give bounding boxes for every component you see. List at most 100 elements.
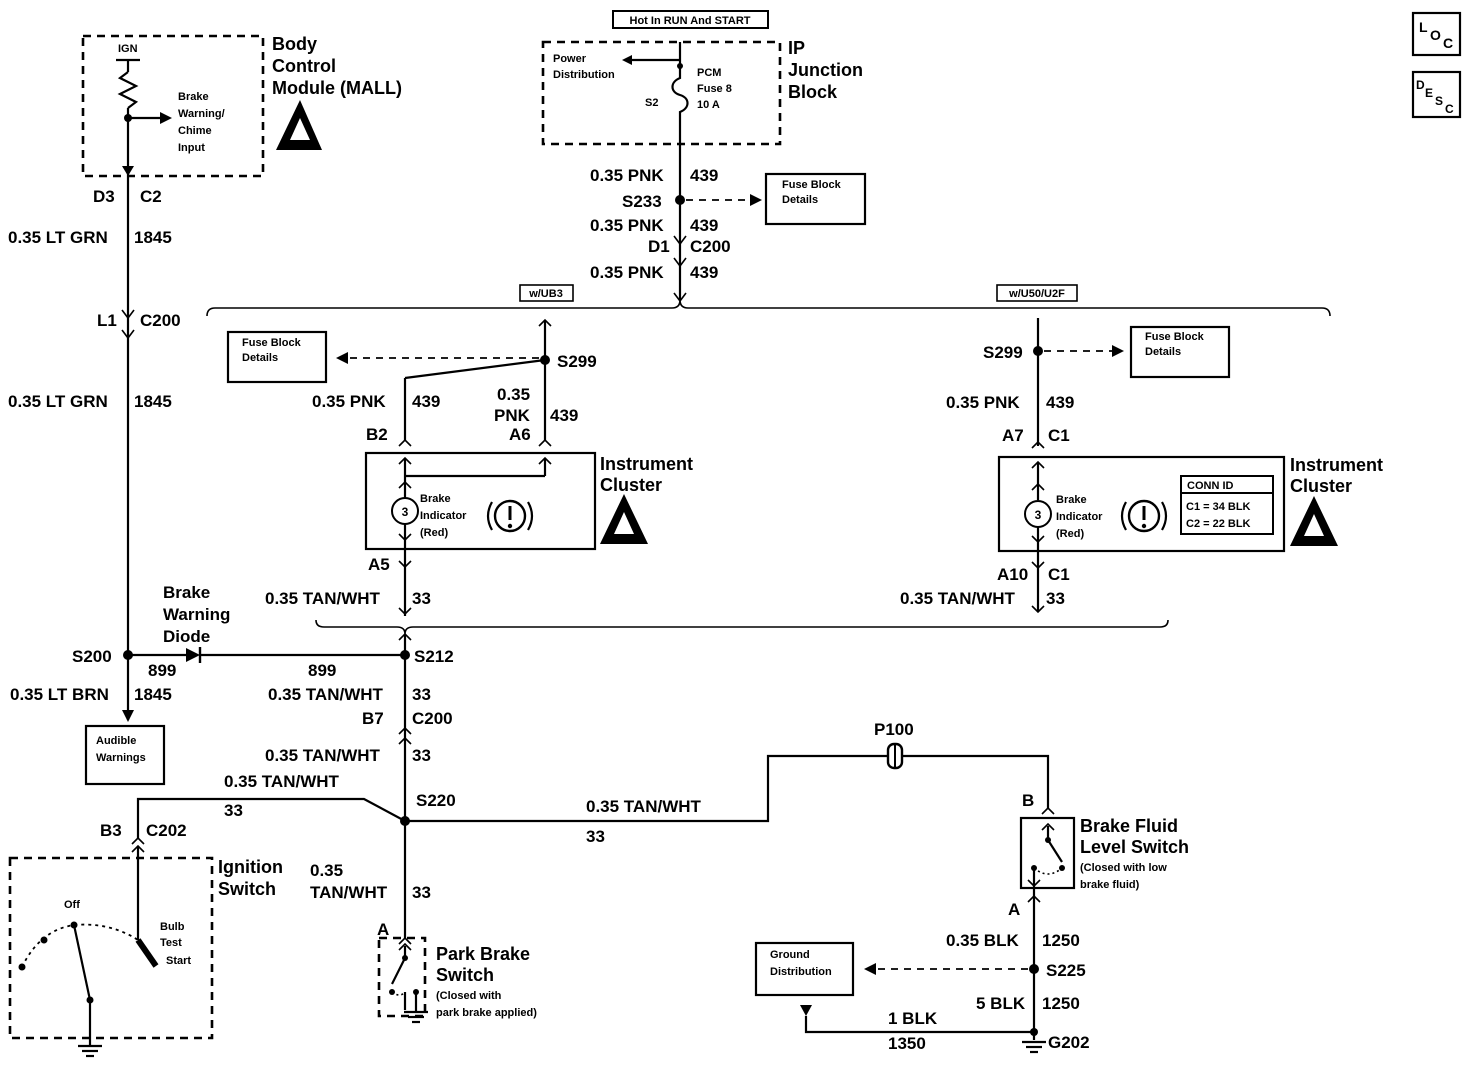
svg-text:B3: B3 [100,821,122,840]
svg-text:0.35: 0.35 [310,861,343,880]
svg-text:D3: D3 [93,187,115,206]
audible-warnings[interactable]: Audible Warnings [84,724,166,786]
svg-text:899: 899 [308,661,336,680]
park-brake-switch: A Park Brake Switch (Closed with park br… [377,920,537,1024]
svg-text:TAN/WHT: TAN/WHT [310,883,388,902]
svg-text:Audible: Audible [96,735,136,747]
svg-text:33: 33 [412,883,431,902]
brake-warning-icon [486,499,534,533]
svg-text:S200: S200 [72,647,112,666]
svg-text:B: B [1022,791,1034,810]
ground-distribution[interactable]: Ground Distribution [754,941,855,997]
svg-text:D: D [1416,78,1425,92]
svg-text:Block: Block [788,82,838,102]
svg-text:w/UB3: w/UB3 [528,288,563,300]
ground-icon [78,1044,102,1058]
svg-text:0.35 TAN/WHT: 0.35 TAN/WHT [268,685,384,704]
svg-text:439: 439 [1046,393,1074,412]
svg-text:S220: S220 [416,791,456,810]
fuse-block-details-top[interactable]: Fuse Block Details [764,172,867,226]
svg-text:Test: Test [160,937,182,949]
svg-text:A6: A6 [509,425,531,444]
svg-text:Distribution: Distribution [553,69,615,81]
svg-text:Switch: Switch [436,965,494,985]
svg-text:A: A [1008,900,1020,919]
svg-text:(Closed with low: (Closed with low [1080,862,1167,874]
svg-text:S225: S225 [1046,961,1086,980]
svg-text:33: 33 [412,746,431,765]
svg-text:G202: G202 [1048,1033,1090,1052]
svg-text:0.35 TAN/WHT: 0.35 TAN/WHT [265,589,381,608]
svg-text:L: L [1419,19,1428,35]
left-cluster-feed: S299 0.35 PNK 439 0.35 PNK 439 B2 A6 [312,318,597,447]
hot-in-run-label: Hot In RUN And START [612,10,769,29]
conn-id-table: CONN ID C1 = 34 BLK C2 = 22 BLK [1180,475,1274,535]
svg-text:S: S [1435,94,1443,108]
svg-text:B2: B2 [366,425,388,444]
svg-text:(Closed with: (Closed with [436,990,502,1002]
svg-text:1250: 1250 [1042,931,1080,950]
svg-text:A5: A5 [368,555,390,574]
svg-text:0.35 PNK: 0.35 PNK [590,263,664,282]
svg-text:0.35 TAN/WHT: 0.35 TAN/WHT [586,797,702,816]
loc-icon[interactable]: L O C [1411,11,1462,57]
svg-text:Switch: Switch [218,879,276,899]
svg-text:439: 439 [412,392,440,411]
svg-text:A: A [377,920,389,939]
diode-row: Brake Warning Diode S200 899 899 S212 0.… [10,583,454,938]
svg-text:1845: 1845 [134,685,172,704]
svg-text:Distribution: Distribution [770,966,832,978]
ground-icon [1022,1040,1046,1054]
svg-text:S299: S299 [983,343,1023,362]
svg-text:33: 33 [586,827,605,846]
ignition-switch: B3 C202 Ignition Switch Off Bulb Test St… [8,821,283,1058]
svg-text:E: E [1425,86,1433,100]
svg-text:Ignition: Ignition [218,857,283,877]
svg-text:C200: C200 [690,237,731,256]
svg-text:Body: Body [272,34,317,54]
svg-text:Indicator: Indicator [1056,511,1103,523]
svg-text:Brake: Brake [1056,494,1087,506]
svg-text:Cluster: Cluster [1290,476,1352,496]
svg-text:33: 33 [224,801,243,820]
svg-text:Instrument: Instrument [600,454,693,474]
fuse-block-details-left[interactable]: Fuse Block Details [226,330,328,384]
ip-junction-block: IP Junction Block Power Distribution PCM… [541,38,863,146]
option-brace-lower [315,619,1169,635]
svg-text:PNK: PNK [494,406,531,425]
svg-text:D1: D1 [648,237,670,256]
svg-text:1 BLK: 1 BLK [888,1009,938,1028]
svg-text:Ground: Ground [770,949,810,961]
svg-text:IGN: IGN [118,43,138,55]
svg-text:Start: Start [166,955,191,967]
fuse-block-details-right[interactable]: Fuse Block Details [1129,325,1231,379]
right-cluster-feed: S299 0.35 PNK 439 A7 C1 [946,318,1124,449]
svg-text:0.35 TAN/WHT: 0.35 TAN/WHT [900,589,1016,608]
svg-text:Brake Fluid: Brake Fluid [1080,816,1178,836]
svg-text:C2: C2 [140,187,162,206]
svg-text:brake fluid): brake fluid) [1080,879,1140,891]
svg-text:C1: C1 [1048,565,1070,584]
svg-text:C2 = 22 BLK: C2 = 22 BLK [1186,518,1251,530]
instrument-cluster-left: 3 Brake Indicator (Red) Instrument Clust… [364,451,693,551]
svg-text:Fuse Block: Fuse Block [782,179,842,191]
svg-text:Hot In RUN And START: Hot In RUN And START [630,15,751,27]
svg-text:Chime: Chime [178,125,212,137]
svg-text:1845: 1845 [134,392,172,411]
svg-text:Details: Details [1145,346,1181,358]
svg-text:(Red): (Red) [420,527,448,539]
svg-text:O: O [1430,27,1441,43]
svg-text:0.35 PNK: 0.35 PNK [590,216,664,235]
svg-text:Indicator: Indicator [420,510,467,522]
svg-text:0.35 PNK: 0.35 PNK [312,392,386,411]
brake-warning-icon [1120,499,1168,533]
svg-text:S233: S233 [622,192,662,211]
svg-text:33: 33 [412,589,431,608]
svg-text:P100: P100 [874,720,914,739]
right-cluster-return: A10 C1 0.35 TAN/WHT 33 [900,551,1070,614]
svg-text:C: C [1445,102,1454,116]
svg-text:C1 = 34 BLK: C1 = 34 BLK [1186,501,1251,513]
desc-icon[interactable]: D E S C [1411,70,1462,119]
svg-text:439: 439 [550,406,578,425]
